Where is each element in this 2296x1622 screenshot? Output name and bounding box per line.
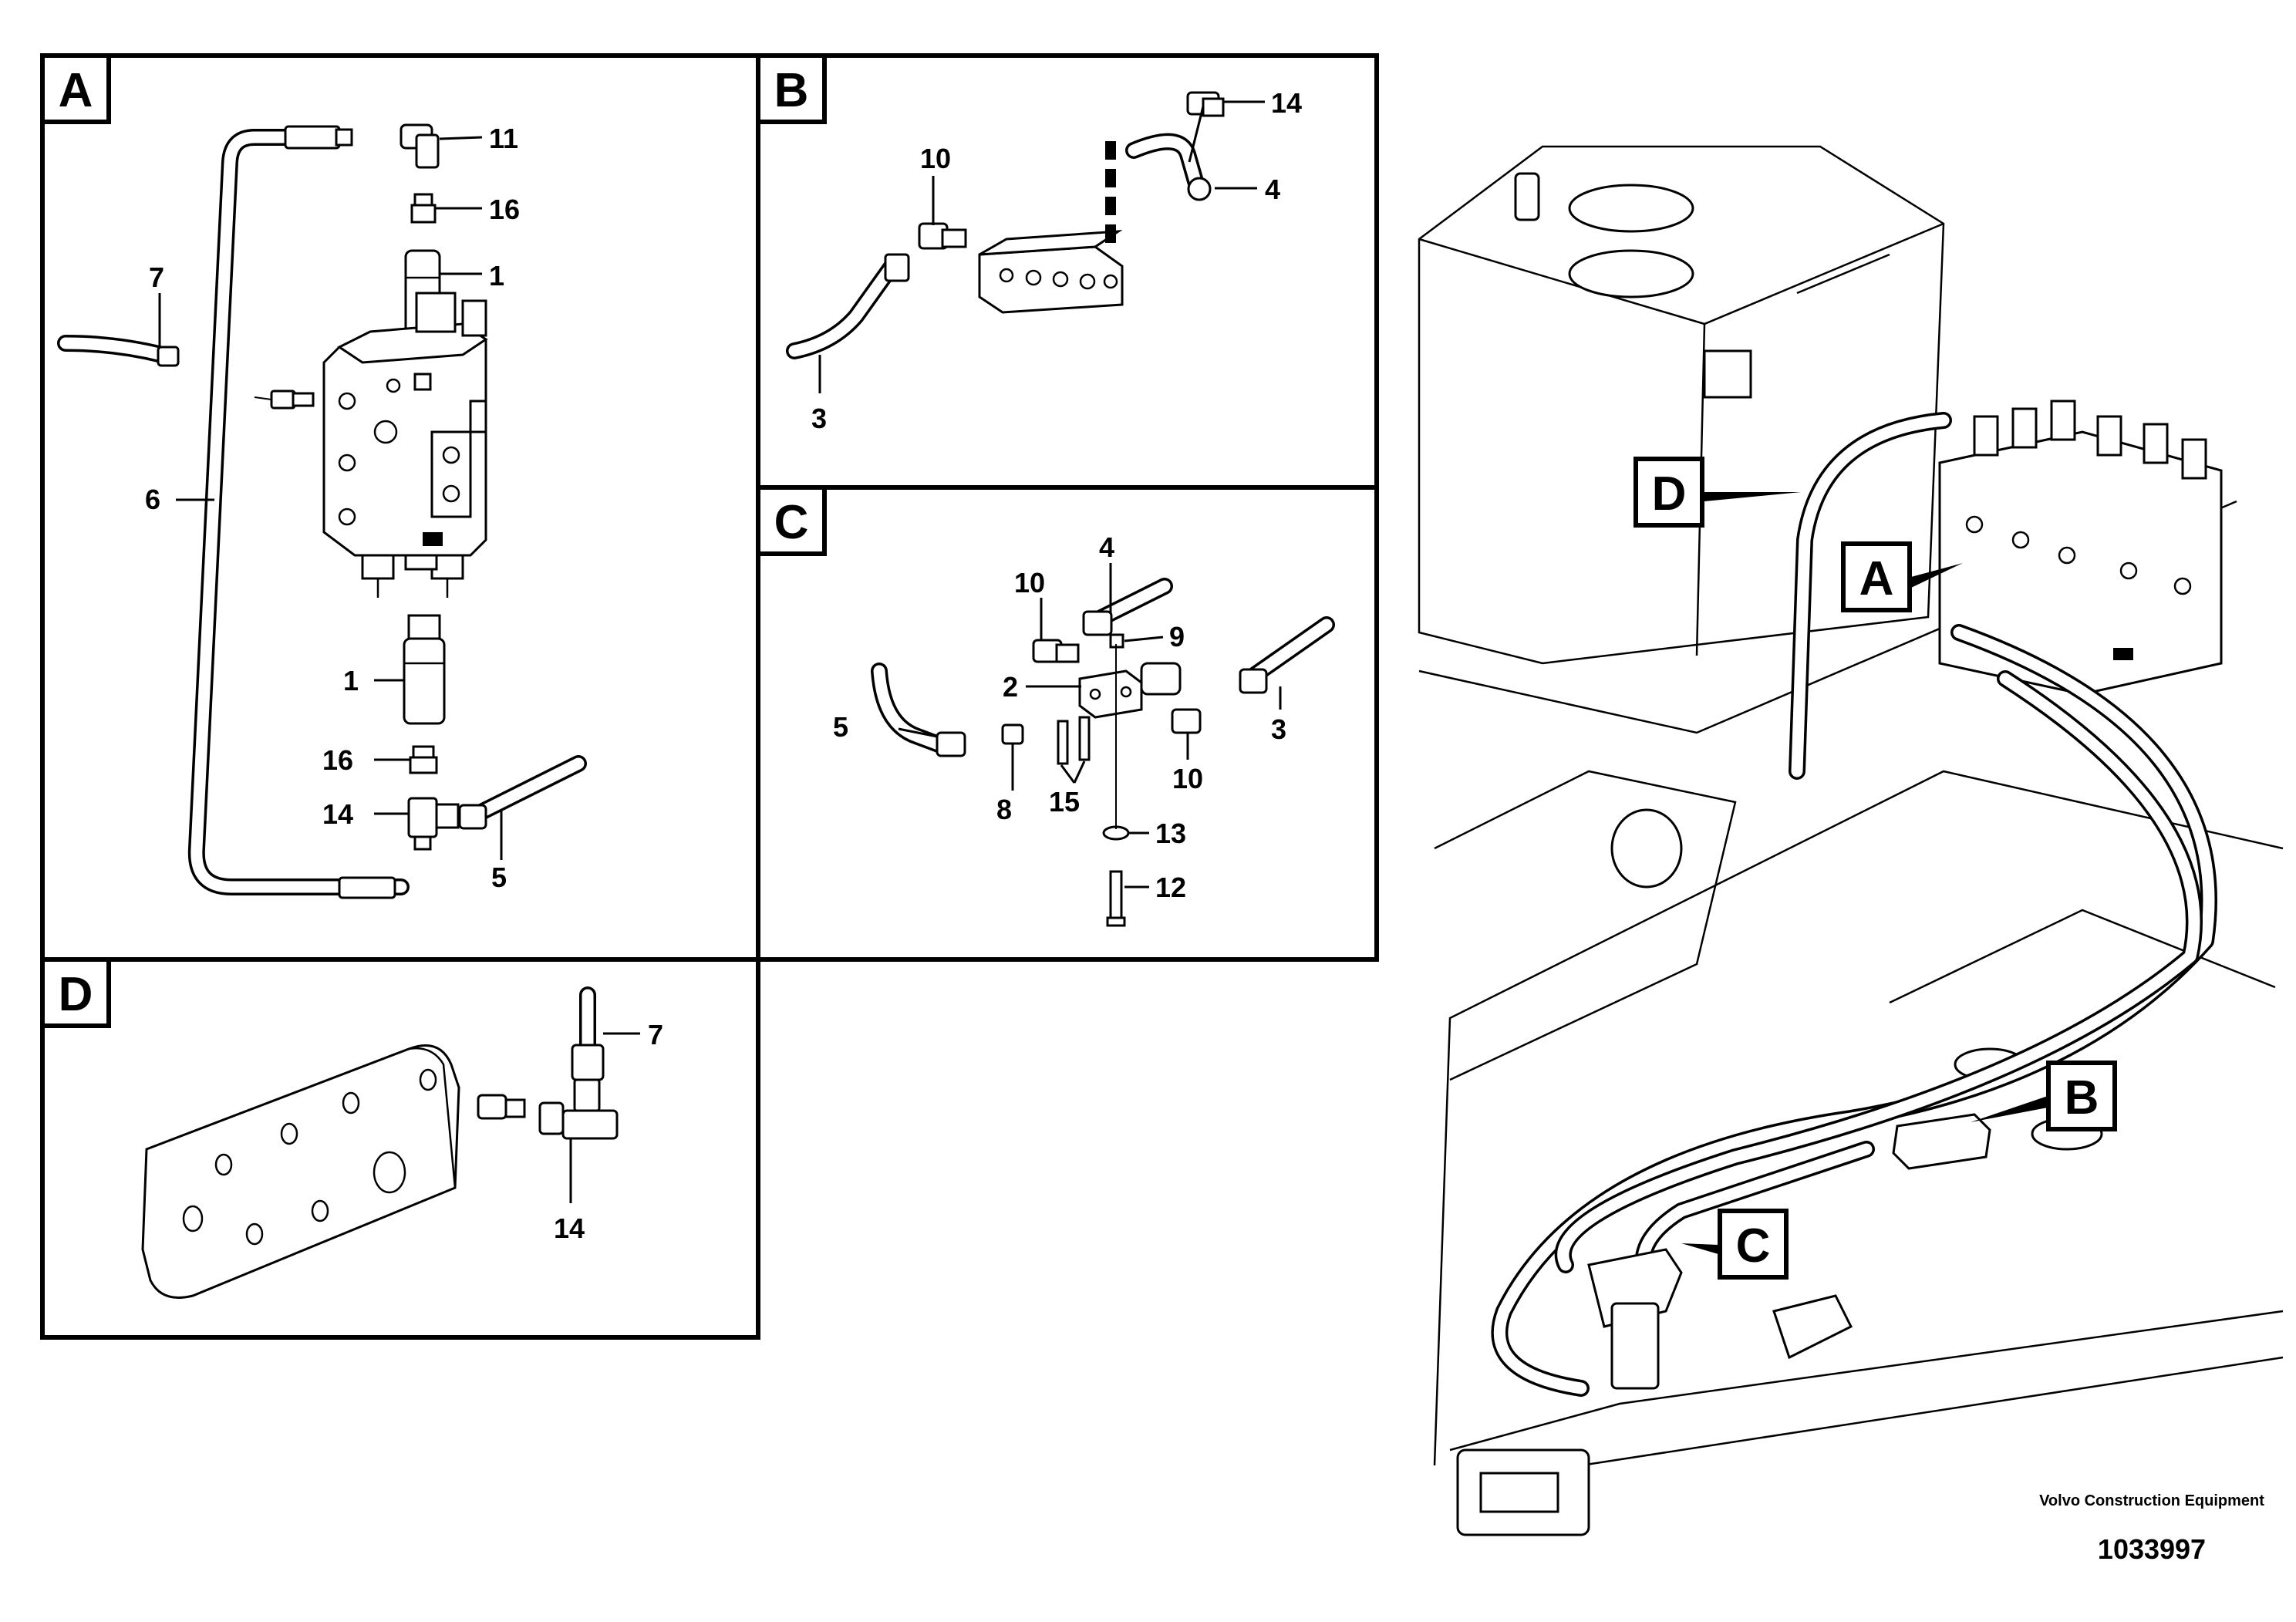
panel-b-callout-3: 3 bbox=[811, 403, 827, 434]
panel-b: B bbox=[756, 53, 1379, 490]
panel-c-callout-10-top: 10 bbox=[1014, 567, 1045, 599]
excavator-frame-icon bbox=[1418, 145, 2284, 1536]
panel-a-callout-11: 11 bbox=[489, 123, 518, 154]
svg-text:D: D bbox=[1652, 467, 1687, 521]
overview-label-a: A bbox=[1841, 541, 1963, 612]
panel-d-badge bbox=[40, 957, 111, 1028]
panel-a-callout-5: 5 bbox=[491, 862, 507, 893]
tee-fitting-icon bbox=[407, 797, 460, 851]
panel-b-callout-14: 14 bbox=[1271, 87, 1302, 119]
distribution-block-icon bbox=[978, 230, 1124, 314]
svg-text:C: C bbox=[1736, 1219, 1771, 1273]
svg-text:B: B bbox=[2065, 1071, 2099, 1125]
panel-c-callout-10-bottom: 10 bbox=[1172, 763, 1203, 794]
panel-a-callout-14: 14 bbox=[322, 798, 353, 830]
panel-c-callout-15: 15 bbox=[1049, 786, 1080, 818]
panel-a-callout-1-top: 1 bbox=[489, 260, 504, 292]
side-fitting bbox=[254, 389, 315, 410]
panel-d: D 7 14 bbox=[40, 957, 760, 1340]
panel-d-callout-7: 7 bbox=[648, 1019, 663, 1050]
panel-b-callout-10: 10 bbox=[920, 143, 951, 174]
panel-a-callout-7: 7 bbox=[149, 261, 164, 293]
overview-label-c: C bbox=[1681, 1209, 1789, 1280]
panel-c-callout-9: 9 bbox=[1169, 621, 1185, 653]
panel-a-callout-1-bottom: 1 bbox=[343, 665, 359, 696]
panel-b-letter: B bbox=[774, 64, 809, 117]
elbow-fitting-10 bbox=[918, 222, 967, 250]
spool-valve-icon bbox=[322, 292, 488, 598]
tee-fitting-14-d bbox=[538, 1078, 619, 1140]
panel-a: A bbox=[40, 53, 760, 962]
document-number: 1033997 bbox=[2097, 1533, 2207, 1565]
panel-c-callout-2: 2 bbox=[1003, 671, 1018, 703]
overview-label-b: B bbox=[1971, 1061, 2117, 1131]
panel-c-callout-4: 4 bbox=[1099, 531, 1114, 563]
mounting-plate-icon bbox=[141, 1044, 460, 1299]
panel-a-callout-16-bottom: 16 bbox=[322, 744, 353, 776]
panel-d-callout-14: 14 bbox=[554, 1212, 585, 1244]
tee-fitting-14 bbox=[1186, 91, 1225, 117]
block-2 bbox=[1078, 662, 1182, 719]
adapter-16-bottom bbox=[409, 745, 438, 774]
panel-a-letter: A bbox=[59, 64, 93, 117]
panel-c-callout-8: 8 bbox=[996, 794, 1012, 825]
panel-a-callout-6: 6 bbox=[145, 484, 160, 515]
panel-c-frame bbox=[756, 485, 1379, 962]
panel-c-letter: C bbox=[774, 496, 809, 549]
panel-a-badge bbox=[40, 53, 111, 124]
panel-b-badge bbox=[756, 53, 827, 124]
overview-label-d: D bbox=[1633, 457, 1801, 528]
panel-c: C bbox=[756, 485, 1379, 962]
svg-text:A: A bbox=[1859, 552, 1894, 605]
panel-c-callout-12: 12 bbox=[1155, 872, 1186, 903]
panel-d-letter: D bbox=[59, 968, 93, 1021]
coupling-1-bottom bbox=[403, 614, 446, 725]
panel-c-callout-5: 5 bbox=[833, 711, 848, 743]
panel-c-callout-13: 13 bbox=[1155, 818, 1186, 849]
publisher-name: Volvo Construction Equipment bbox=[2039, 1492, 2264, 1509]
panel-c-badge bbox=[756, 485, 827, 556]
panel-c-callout-3: 3 bbox=[1271, 713, 1286, 745]
elbow-fitting-11 bbox=[400, 123, 440, 169]
panel-a-callout-16-top: 16 bbox=[489, 194, 520, 225]
adapter-16-top bbox=[410, 193, 437, 224]
panel-d-frame bbox=[40, 957, 760, 1340]
panel-b-callout-4: 4 bbox=[1265, 174, 1280, 205]
